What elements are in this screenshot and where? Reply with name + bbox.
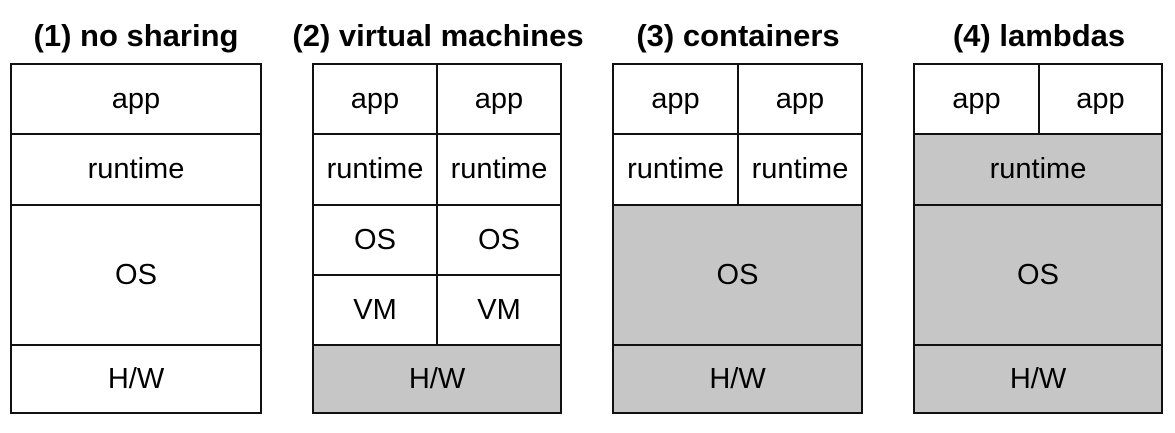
vm-layer-left: VM [312,274,438,346]
hw-layer-shared: H/W [913,344,1163,414]
os-layer-right: OS [436,204,562,276]
panel-title-no-sharing: (1) no sharing [33,18,239,53]
hw-layer-shared: H/W [312,344,562,414]
panel-title-virtual-machines: (2) virtual machines [292,18,584,53]
os-layer: OS [10,204,262,346]
app-layer-left: app [312,63,438,135]
os-layer-shared: OS [612,204,863,346]
os-layer-left: OS [312,204,438,276]
app-layer-right: app [1038,63,1163,135]
app-layer: app [10,63,262,135]
panel-title-containers: (3) containers [636,18,840,53]
runtime-layer-left: runtime [312,133,438,206]
panel-title-lambdas: (4) lambdas [952,18,1126,53]
app-layer-right: app [436,63,562,135]
vm-layer-right: VM [436,274,562,346]
app-layer-right: app [737,63,863,135]
os-layer-shared: OS [913,204,1163,346]
hw-layer: H/W [10,344,262,414]
runtime-layer-right: runtime [436,133,562,206]
runtime-layer-shared: runtime [913,133,1163,206]
hw-layer-shared: H/W [612,344,863,414]
app-layer-left: app [612,63,739,135]
runtime-layer-left: runtime [612,133,739,206]
runtime-layer-right: runtime [737,133,863,206]
app-layer-left: app [913,63,1040,135]
runtime-layer: runtime [10,133,262,206]
